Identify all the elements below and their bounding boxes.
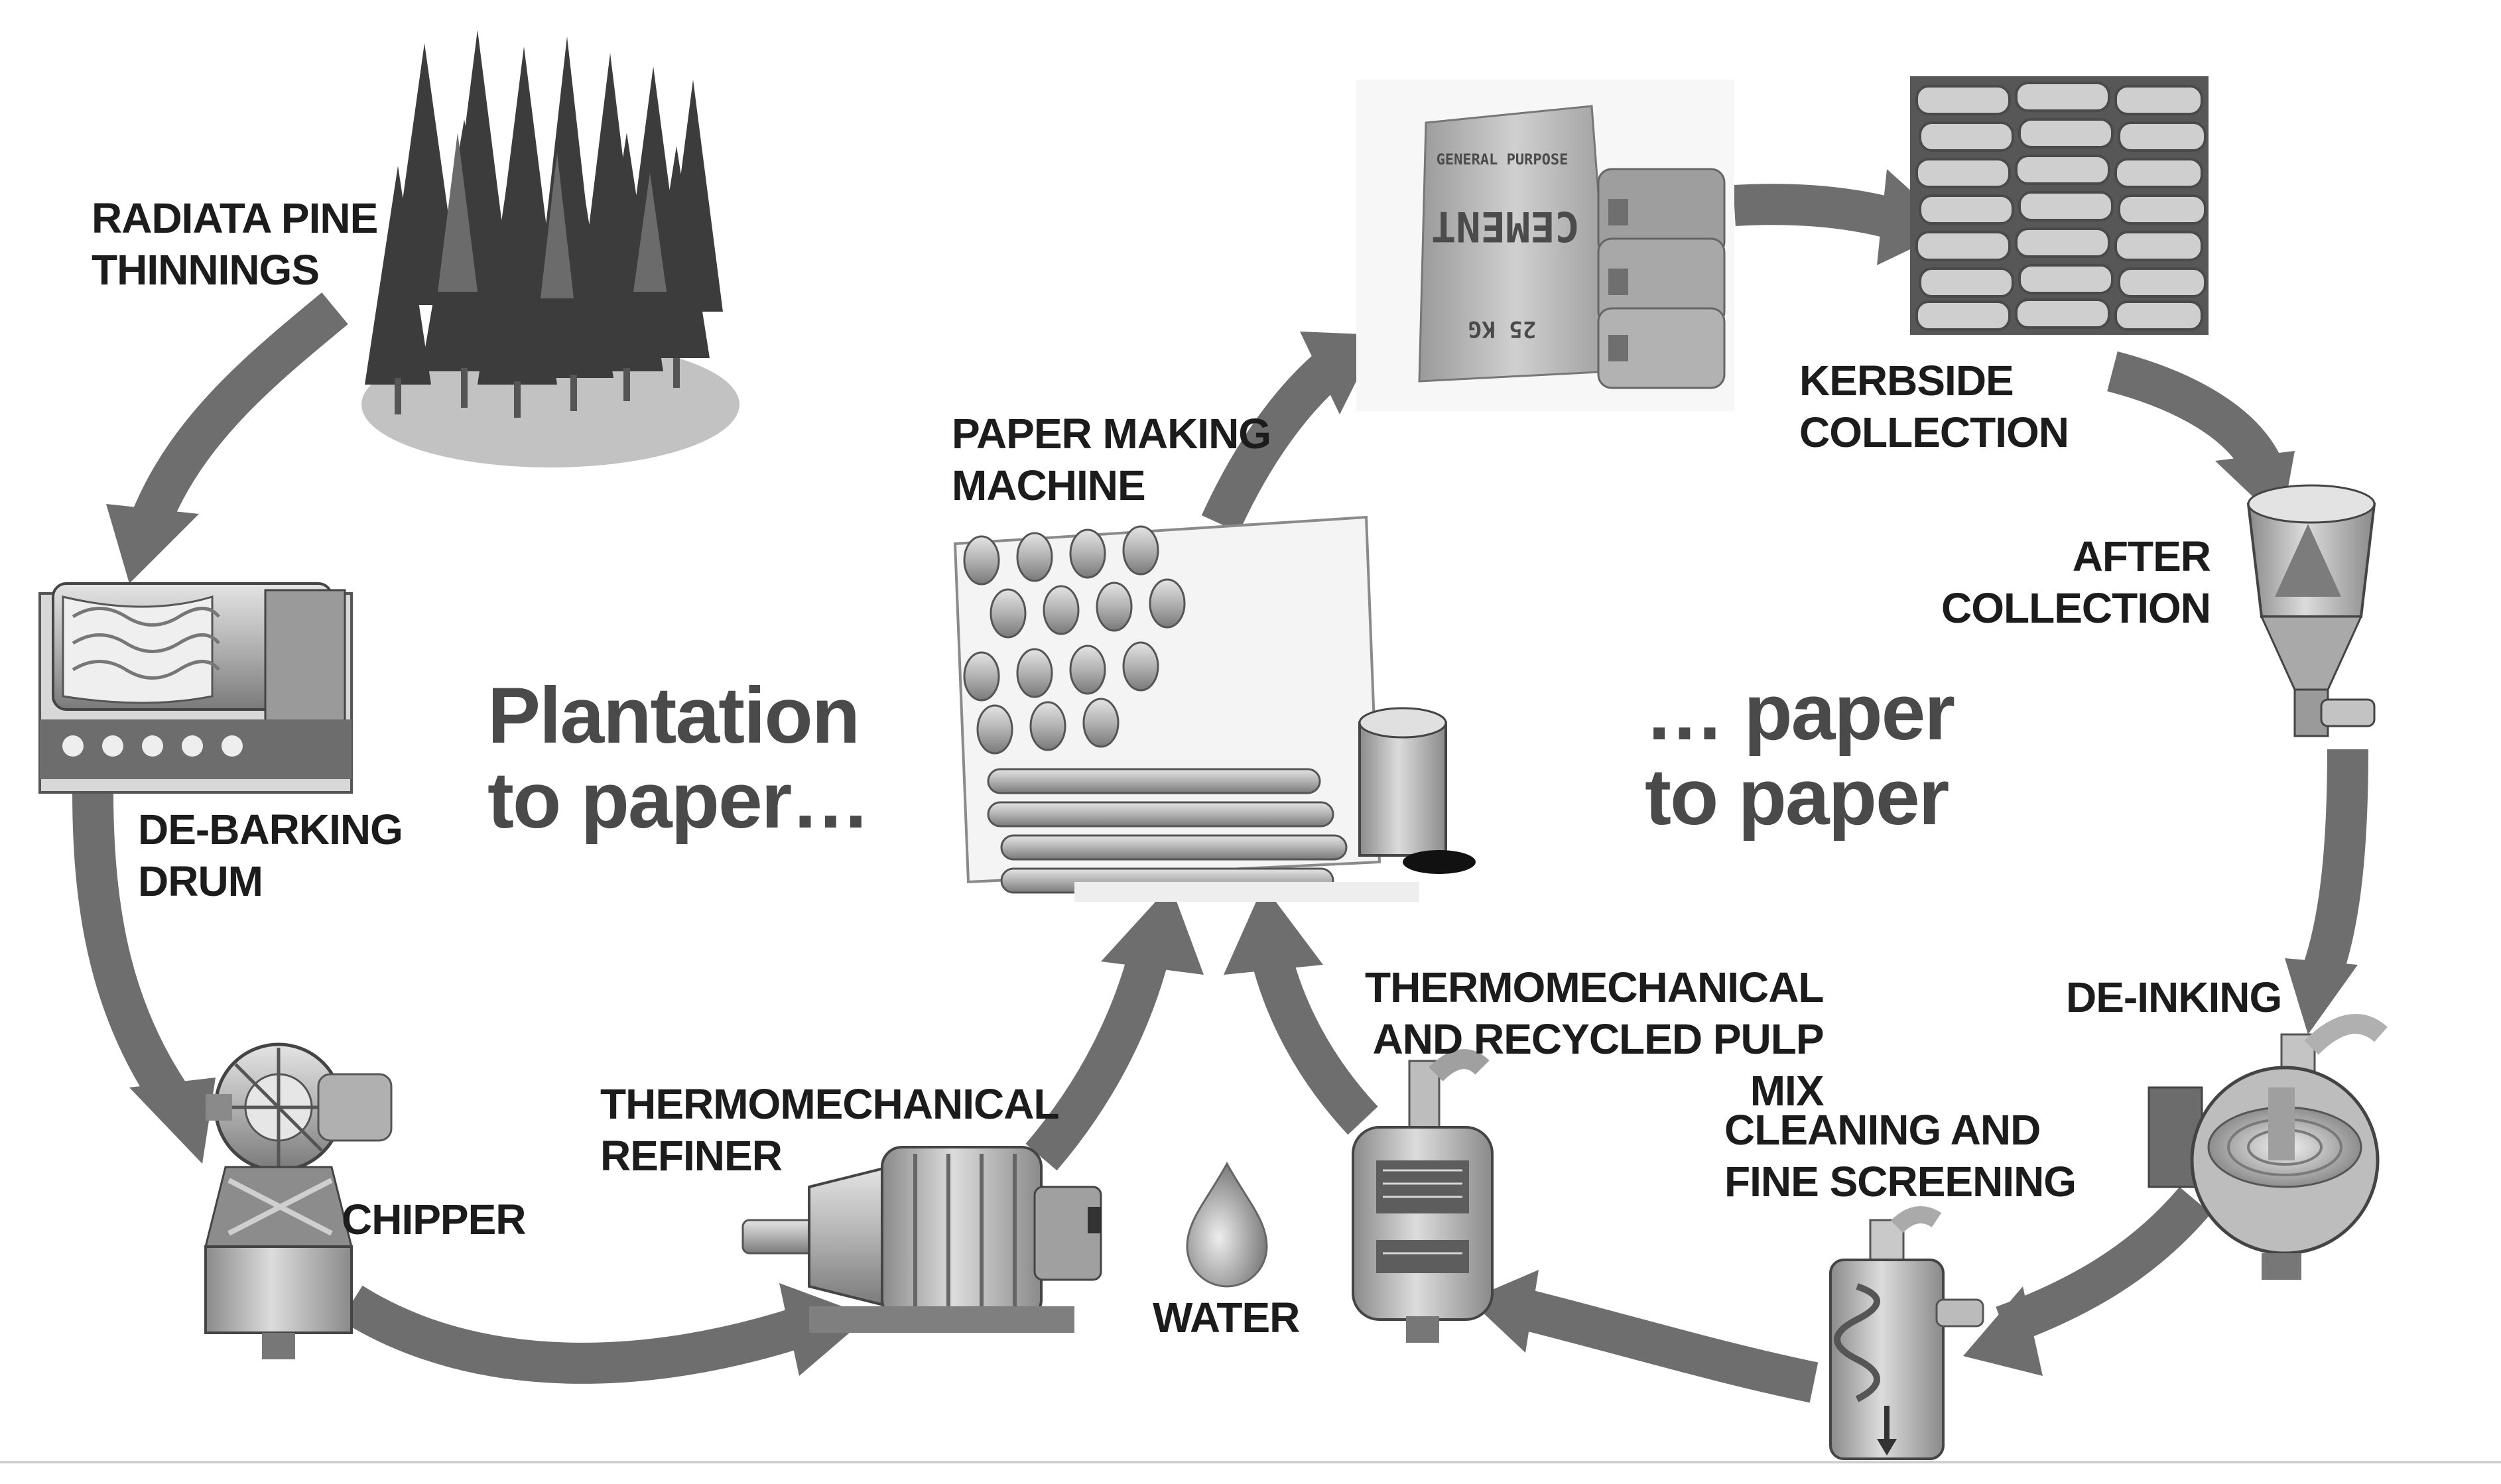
arrow-after-to-deinking	[2301, 749, 2368, 982]
label-radiata-pine-line2: THINNINGS	[92, 246, 320, 294]
arrow-chipper-to-refiner	[340, 1285, 809, 1384]
arrow-debarking-to-chipper	[72, 792, 193, 1116]
label-water: WATER	[1153, 1292, 1300, 1343]
label-paper-machine-line1: PAPER MAKING	[952, 410, 1271, 458]
arrow-pine-to-debarking	[130, 292, 348, 532]
screening-icon	[1829, 1206, 1984, 1460]
title-left-line2: to paper…	[487, 756, 870, 845]
arrow-cleaning-to-mix	[1520, 1289, 1819, 1403]
title-plantation-to-paper: Plantation to paper…	[487, 671, 870, 845]
arrow-refiner-to-machine	[1025, 943, 1171, 1171]
label-chipper-line1: CHIPPER	[342, 1196, 526, 1243]
label-water-line1: WATER	[1153, 1294, 1300, 1341]
label-debarking-drum: DE-BARKING DRUM	[138, 804, 403, 907]
water-drop-icon	[1186, 1161, 1268, 1288]
title-paper-to-paper: … paper to paper	[1645, 668, 1955, 841]
bag-weight-text: 25 KG	[1468, 316, 1536, 342]
label-kerbside: KERBSIDE COLLECTION	[1799, 355, 2069, 458]
label-cleaning: CLEANING AND FINE SCREENING	[1724, 1104, 2077, 1207]
label-refiner-line1: THERMOMECHANICAL	[600, 1080, 1059, 1128]
paper-machine-icon	[953, 515, 1476, 902]
arrow-mix-to-machine	[1250, 946, 1378, 1135]
label-chipper: CHIPPER	[342, 1194, 526, 1245]
label-refiner-line2: REFINER	[600, 1132, 783, 1180]
label-refiner: THERMOMECHANICAL REFINER	[600, 1078, 1059, 1182]
refiner-icon	[741, 1146, 1102, 1333]
arrowhead-9	[2285, 958, 2358, 1034]
label-after-collection-line1: AFTER	[2072, 532, 2211, 580]
label-pulp-mix-line3: MIX	[1750, 1067, 1825, 1115]
label-cleaning-line2: FINE SCREENING	[1724, 1158, 2077, 1206]
title-right-line1: … paper	[1645, 668, 1955, 757]
pulp-mixer-icon	[1352, 1049, 1494, 1343]
label-radiata-pine-line1: RADIATA PINE	[92, 194, 378, 242]
cement-bags-icon: GENERAL PURPOSE CEMENT 25 KG	[1356, 80, 1734, 411]
arrowhead-5	[1224, 885, 1323, 975]
arrowhead-2	[129, 1078, 216, 1164]
label-kerbside-line2: COLLECTION	[1799, 408, 2069, 456]
flow-arrows	[72, 184, 2368, 1403]
bag-product-text: CEMENT	[1431, 202, 1580, 251]
bag-brand-text: GENERAL PURPOSE	[1437, 152, 1569, 168]
arrowhead-4	[1101, 885, 1204, 975]
deinking-icon	[2148, 1014, 2388, 1280]
label-debarking-line2: DRUM	[138, 857, 263, 905]
arrow-stack-to-after	[2107, 351, 2280, 474]
arrow-deinking-to-cleaning	[1996, 1186, 2211, 1346]
arrow-machine-to-bags	[1201, 349, 1347, 532]
arrow-bags-to-stack	[1733, 184, 1899, 239]
label-paper-machine-line2: MACHINE	[952, 462, 1146, 509]
pine-forest-icon	[361, 30, 739, 467]
debarking-drum-icon	[38, 582, 353, 794]
label-radiata-pine: RADIATA PINE THINNINGS	[92, 192, 378, 296]
after-collection-icon	[2246, 484, 2376, 737]
label-paper-machine: PAPER MAKING MACHINE	[952, 408, 1271, 511]
bag-stack-icon	[1910, 76, 2209, 335]
title-left-line1: Plantation	[487, 671, 860, 760]
label-pulp-mix-line1: THERMOMECHANICAL	[1365, 963, 1824, 1011]
label-deinking: DE-INKING	[2066, 971, 2282, 1023]
arrowhead-10	[1963, 1286, 2043, 1376]
arrowhead-11	[1469, 1270, 1539, 1353]
label-after-collection: AFTER COLLECTION	[1941, 530, 2211, 634]
label-kerbside-line1: KERBSIDE	[1799, 357, 2014, 404]
label-cleaning-line1: CLEANING AND	[1724, 1106, 2041, 1154]
arrowhead-1	[106, 504, 199, 584]
label-after-collection-line2: COLLECTION	[1941, 584, 2211, 632]
label-pulp-mix: THERMOMECHANICAL AND RECYCLED PULP MIX	[1365, 961, 1824, 1117]
label-debarking-line1: DE-BARKING	[138, 806, 403, 853]
label-pulp-mix-line2: AND RECYCLED PULP	[1372, 1015, 1825, 1063]
label-deinking-line1: DE-INKING	[2066, 973, 2282, 1021]
title-right-line2: to paper	[1645, 753, 1949, 841]
chipper-icon	[204, 1042, 393, 1359]
